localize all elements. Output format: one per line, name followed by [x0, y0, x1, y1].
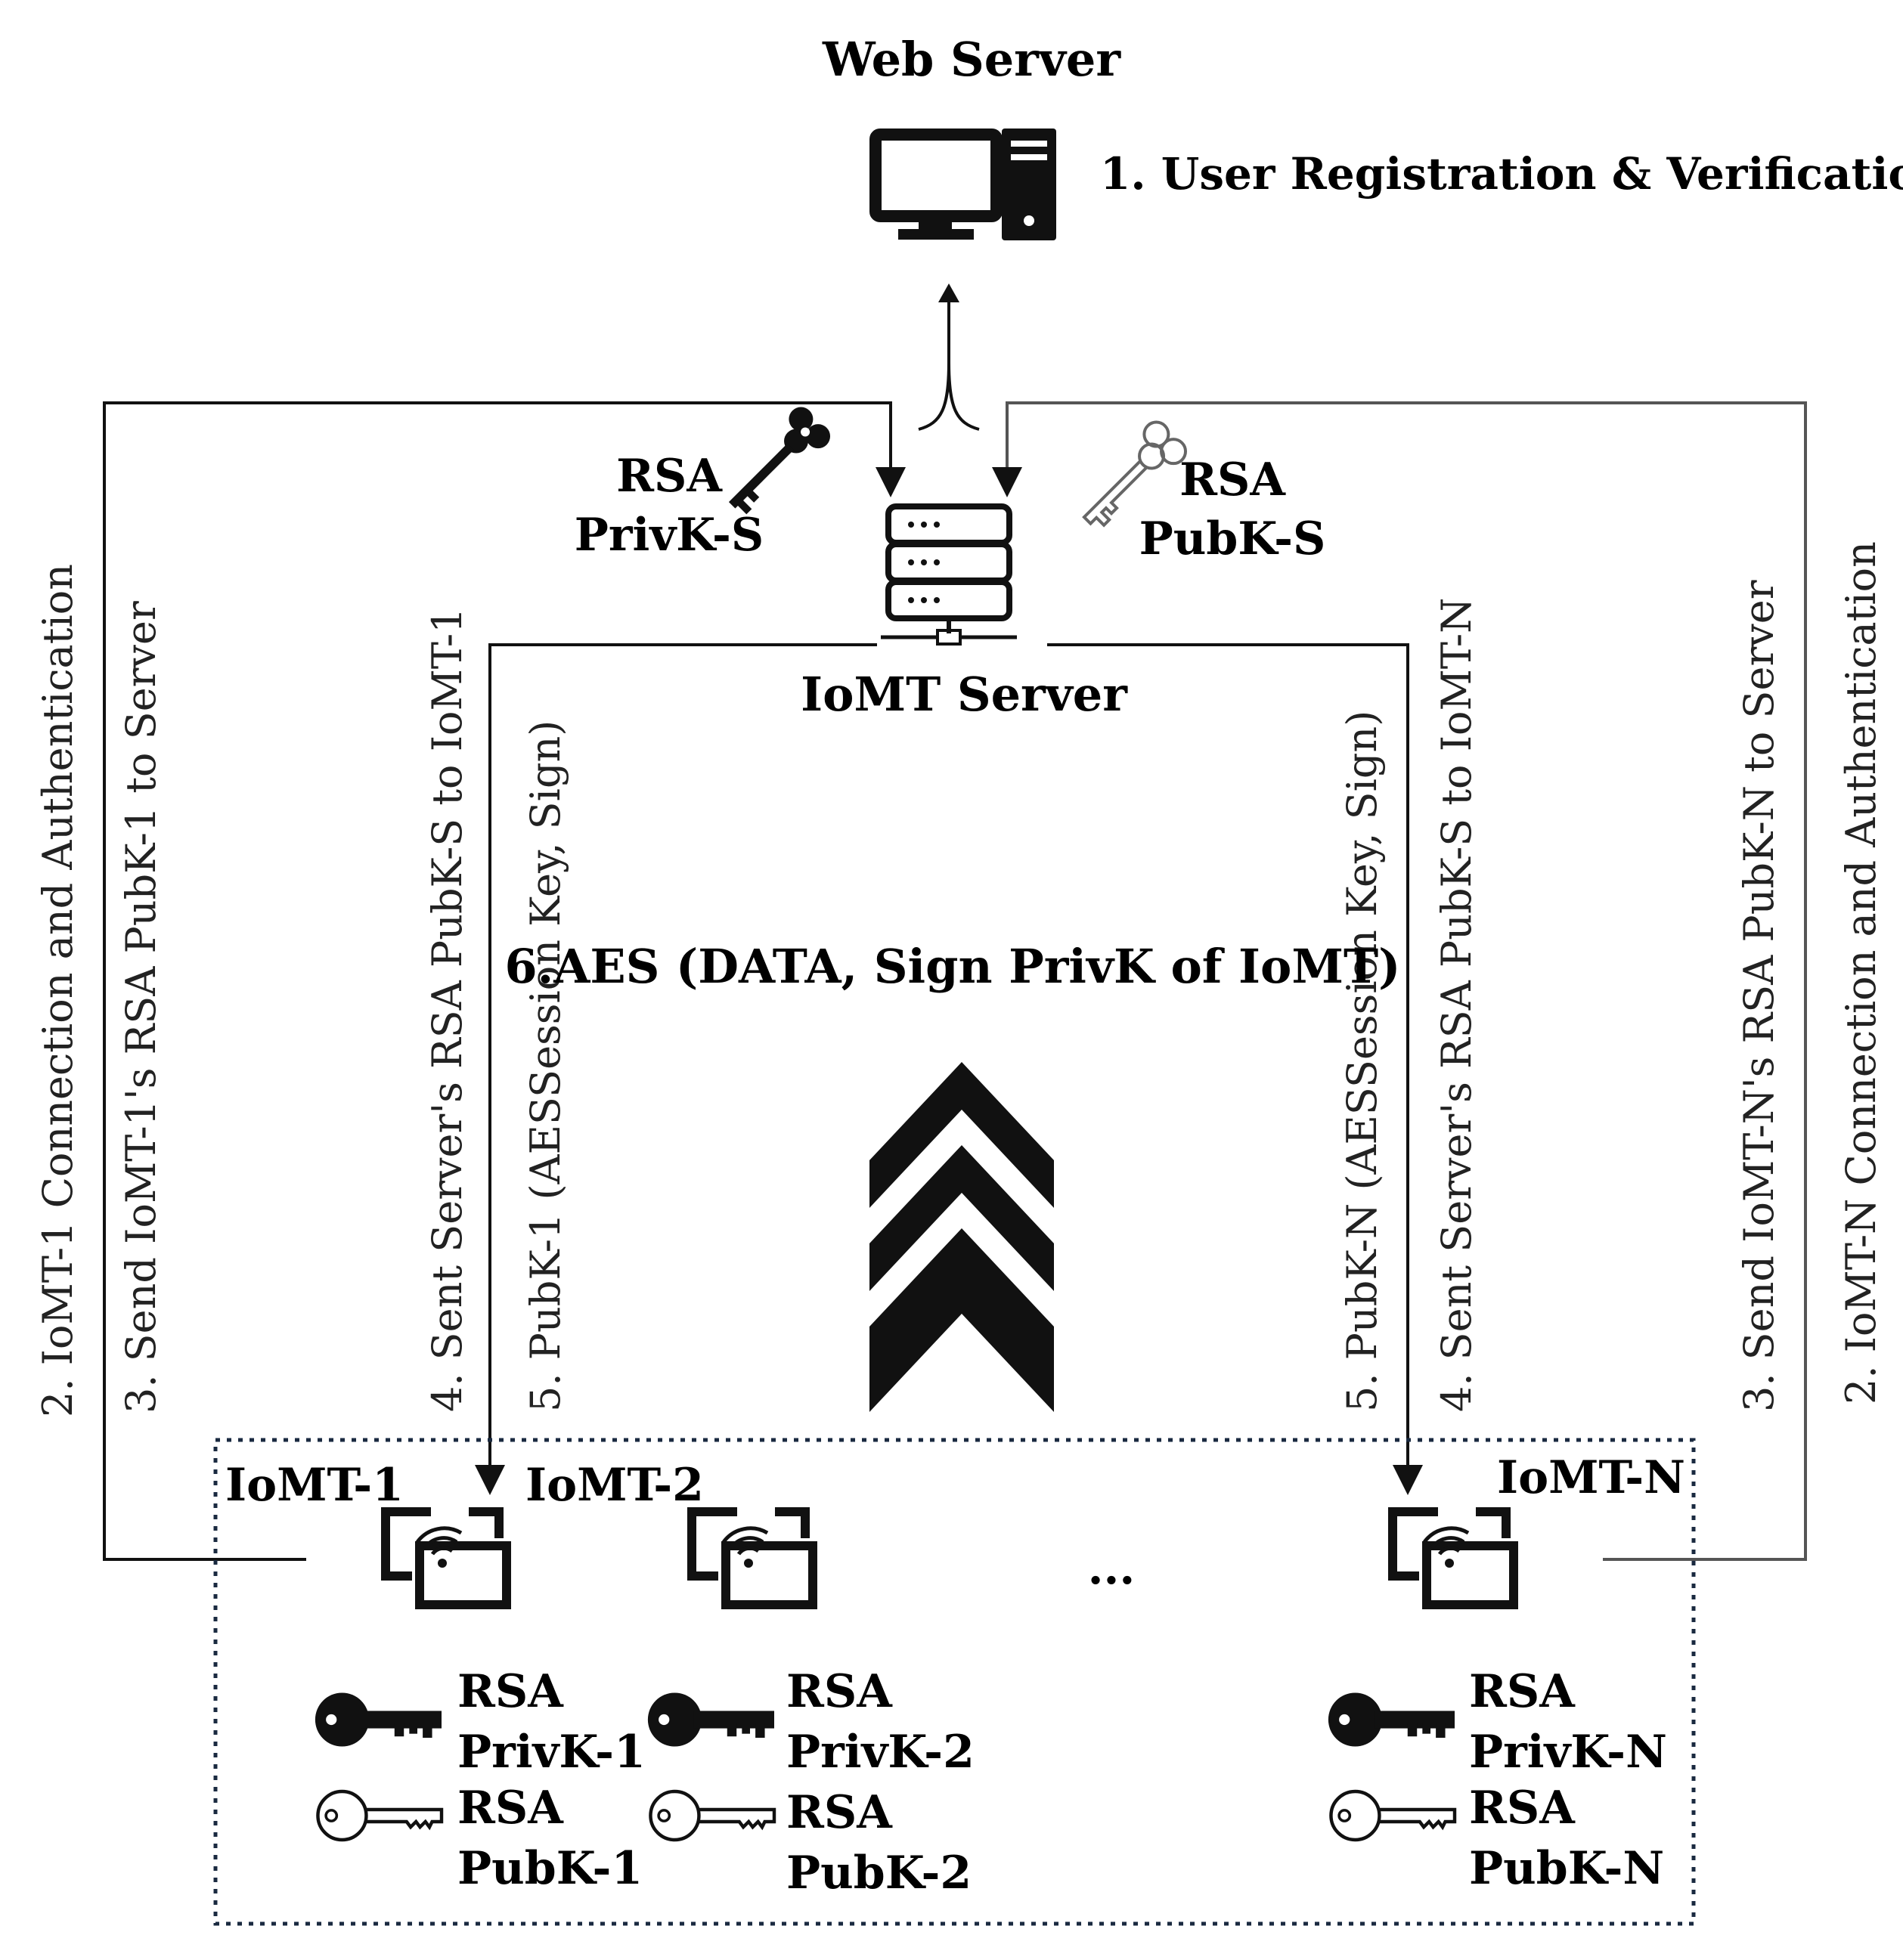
step-3-left: 3. Send IoMT-1's RSA PubK-1 to Server: [117, 601, 165, 1413]
step-4-left: 4. Sent Server's RSA PubK-S to IoMT-1: [423, 607, 471, 1412]
server-private-key-line2: PrivK-S: [575, 509, 764, 562]
device-n-priv-line1: RSA: [1469, 1665, 1576, 1718]
step-5-right: 5. PubK-N (AESSession Key, Sign): [1338, 711, 1386, 1412]
triple-chevron-up-icon: [869, 1062, 1054, 1412]
device-label-iomt-2: IoMT-2: [525, 1459, 704, 1512]
iomt-device-group: [213, 1438, 1696, 1926]
step-2-right: 2. IoMT-N Connection and Authentication: [1837, 541, 1885, 1404]
private-key-icon: [647, 1692, 774, 1747]
private-key-icon: [1328, 1692, 1455, 1747]
step-6-label: 6.AES (DATA, Sign PrivK of IoMT): [504, 939, 1400, 994]
inner-link-left: [475, 643, 877, 1495]
device-n-pub-line2: PubK-N: [1469, 1842, 1664, 1895]
outer-link-left: [103, 401, 906, 1561]
iomt-server-title: IoMT Server: [801, 667, 1128, 722]
device-1-pub-line2: PubK-1: [457, 1842, 643, 1895]
inner-link-right: [1047, 643, 1423, 1495]
server-public-key-icon: [1082, 420, 1188, 528]
device-2-pub-line2: PubK-2: [786, 1847, 972, 1900]
public-key-icon: [318, 1791, 442, 1840]
step-5-left: 5. PubK-1 (AESSession Key, Sign): [522, 720, 569, 1412]
server-private-key-icon: [728, 407, 831, 515]
device-label-iomt-n: IoMT-N: [1497, 1451, 1685, 1504]
device-1-pub-line1: RSA: [457, 1782, 564, 1835]
public-key-icon: [650, 1791, 774, 1840]
wireless-device-icon: [386, 1512, 507, 1605]
device-ellipsis: ...: [1088, 1542, 1136, 1595]
device-1-priv-line2: PrivK-1: [457, 1726, 646, 1779]
step-4-right: 4. Sent Server's RSA PubK-S to IoMT-N: [1433, 598, 1480, 1412]
wireless-device-icon: [1393, 1512, 1514, 1605]
desktop-computer-icon: [869, 128, 1056, 240]
device-2-pub-line1: RSA: [786, 1786, 893, 1839]
device-2-priv-line1: RSA: [786, 1665, 893, 1718]
device-n-priv-line2: PrivK-N: [1469, 1726, 1667, 1779]
server-public-key-line1: RSA: [1179, 454, 1286, 506]
device-1-priv-line1: RSA: [457, 1665, 564, 1718]
web-server-uplink-arrow: [918, 283, 980, 431]
server-private-key-line1: RSA: [616, 450, 723, 503]
step-3-right: 3. Send IoMT-N's RSA PubK-N to Server: [1735, 580, 1783, 1412]
device-n-pub-line1: RSA: [1469, 1782, 1576, 1835]
web-server-title: Web Server: [822, 32, 1121, 87]
private-key-icon: [315, 1692, 442, 1747]
step-1-label: 1. User Registration & Verification: [1100, 148, 1903, 200]
step-2-left: 2. IoMT-1 Connection and Authentication: [34, 564, 82, 1417]
device-label-iomt-1: IoMT-1: [225, 1459, 404, 1512]
server-rack-icon: [881, 503, 1017, 646]
device-2-priv-line2: PrivK-2: [786, 1726, 975, 1779]
server-public-key-line2: PubK-S: [1139, 512, 1326, 565]
public-key-icon: [1331, 1791, 1455, 1840]
wireless-device-icon: [692, 1512, 813, 1605]
outer-link-right: [992, 401, 1807, 1561]
